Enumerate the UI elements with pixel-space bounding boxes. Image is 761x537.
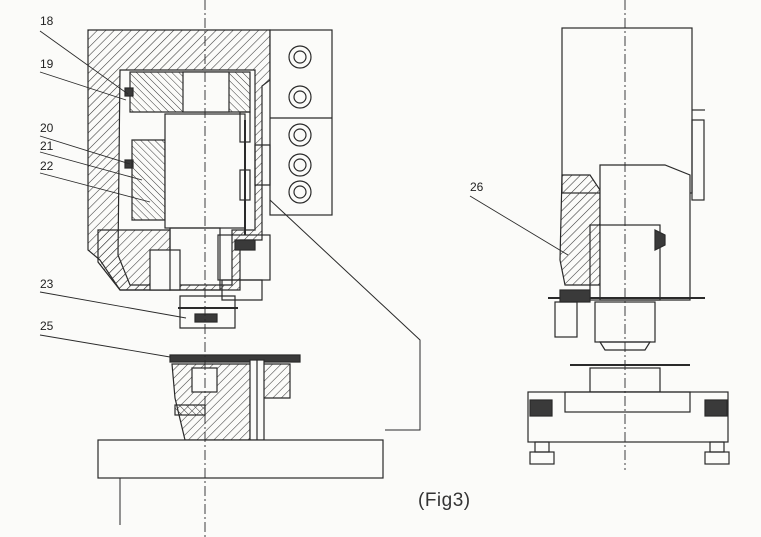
- die-plate: [169, 354, 301, 363]
- lower-piston: [131, 139, 166, 221]
- side-base: [527, 391, 729, 443]
- callout-21: 21: [40, 139, 54, 153]
- callout-20: 20: [40, 121, 54, 135]
- callout-18: 18: [40, 14, 54, 28]
- valve-block: [269, 29, 333, 216]
- right-side-view: [527, 0, 730, 470]
- die-block: [171, 363, 291, 441]
- callout-25: 25: [40, 319, 54, 333]
- figure-caption: (Fig3): [418, 490, 471, 511]
- callout-19: 19: [40, 57, 54, 71]
- punch: [179, 295, 236, 329]
- ram-lower: [169, 227, 221, 291]
- left-section-view: [87, 0, 421, 537]
- callout-23: 23: [40, 277, 54, 291]
- base-table: [97, 439, 384, 479]
- callout-22: 22: [40, 159, 54, 173]
- leader-lines: [39, 30, 569, 358]
- side-break-section: [559, 174, 601, 286]
- valve-ports: [288, 45, 312, 204]
- frame-outline: [269, 199, 421, 431]
- callout-26: 26: [470, 180, 484, 194]
